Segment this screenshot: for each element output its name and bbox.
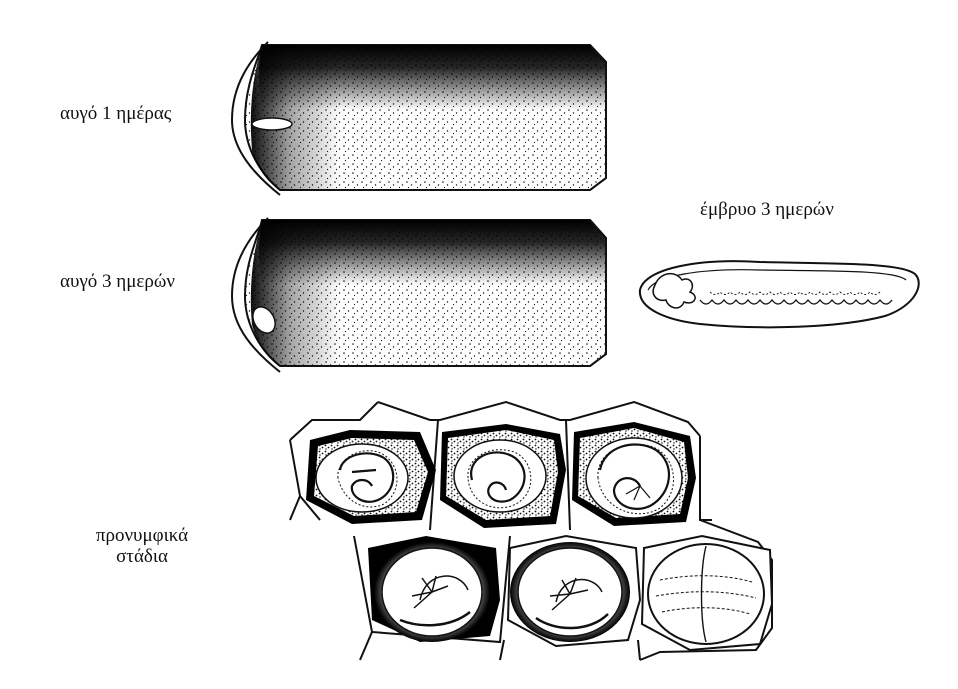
embryo-day3: [640, 261, 919, 327]
egg-day3-cell: [232, 218, 606, 372]
label-egg-day3: αυγό 3 ημερών: [60, 272, 175, 293]
label-embryo-day3: έμβρυο 3 ημερών: [700, 200, 834, 221]
larva-cell-1: [306, 430, 436, 524]
label-prepupal-line2: στάδια: [82, 547, 202, 568]
pupa-cell-6: [642, 536, 772, 650]
larva-cell-2: [440, 424, 566, 528]
larva-cell-3: [572, 422, 696, 526]
larva-cell-4: [368, 536, 500, 642]
label-prepupal-stages: προνυμφικά στάδια: [82, 526, 202, 568]
egg-icon: [252, 118, 292, 130]
egg-day1-cell: [232, 42, 606, 195]
label-prepupal-line1: προνυμφικά: [82, 526, 202, 547]
label-egg-day1: αυγό 1 ημέρας: [60, 104, 171, 125]
larva-cell-5: [508, 536, 640, 646]
